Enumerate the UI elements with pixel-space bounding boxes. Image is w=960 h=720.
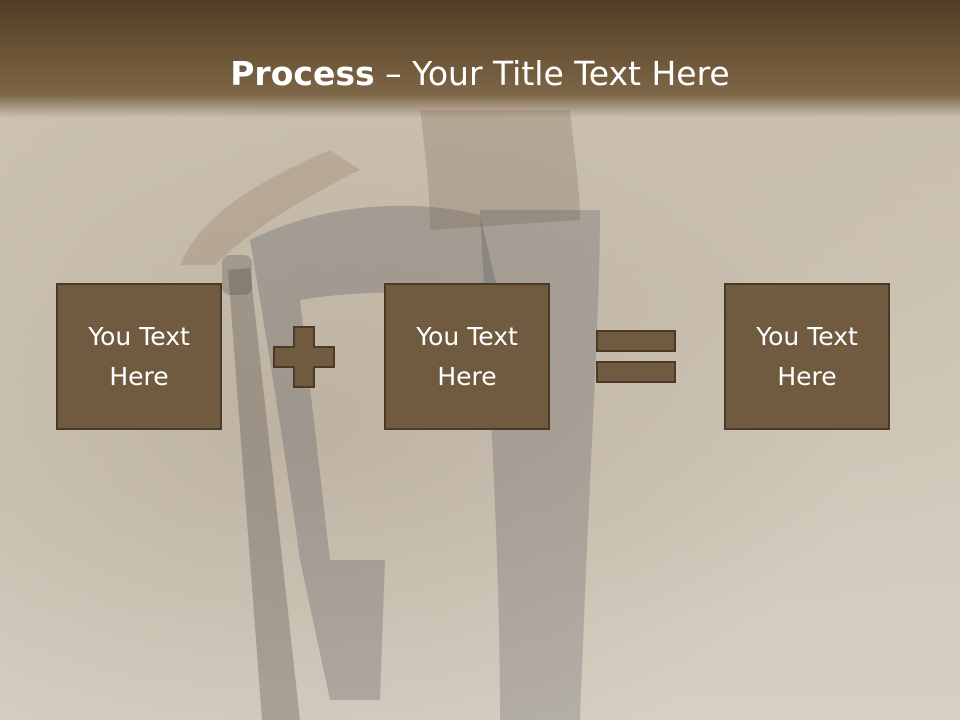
title-strong-text: Process	[230, 54, 375, 93]
plus-icon	[273, 326, 335, 388]
process-box-2[interactable]: You Text Here	[384, 283, 550, 430]
process-box-1[interactable]: You Text Here	[56, 283, 222, 430]
process-box-2-text: You Text Here	[416, 321, 518, 391]
title-bar	[0, 0, 960, 118]
equals-icon	[596, 330, 676, 383]
process-box-3[interactable]: You Text Here	[724, 283, 890, 430]
process-box-3-text: You Text Here	[756, 321, 858, 391]
slide-title: Process – Your Title Text Here	[0, 52, 960, 96]
process-box-1-text: You Text Here	[88, 321, 190, 391]
title-rest-text: – Your Title Text Here	[374, 54, 730, 93]
